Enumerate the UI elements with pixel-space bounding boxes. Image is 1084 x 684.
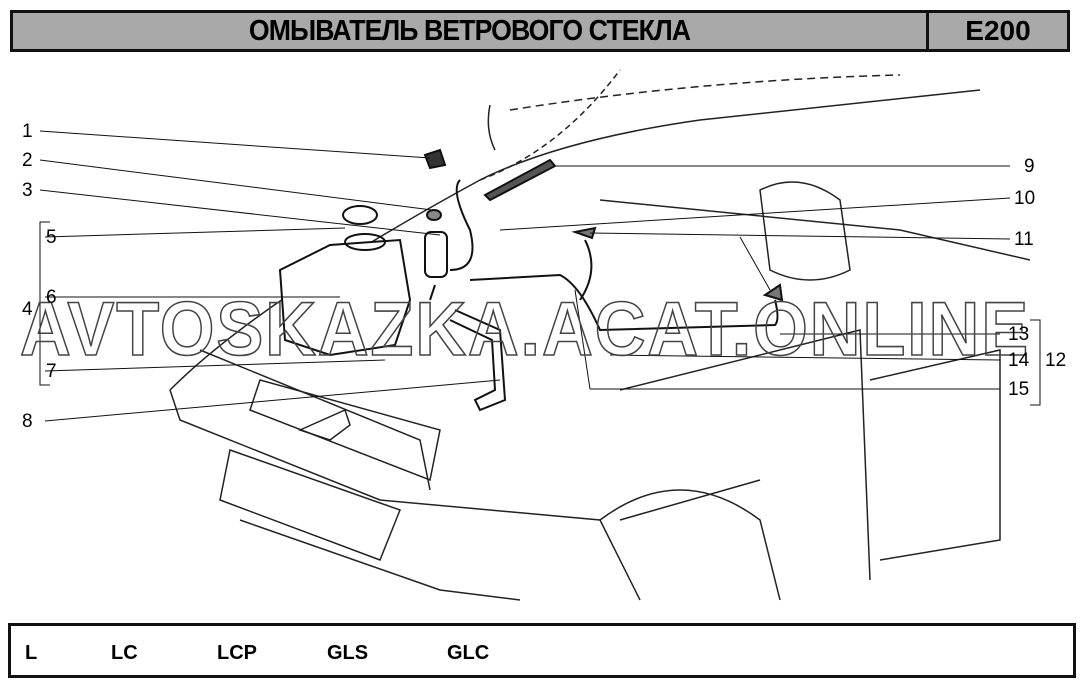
callout-2: 2 (22, 150, 33, 171)
variant-lcp: LCP (217, 642, 257, 664)
washer-reservoir (278, 238, 412, 357)
callout-14: 14 (1008, 350, 1030, 371)
callout-11: 11 (1014, 229, 1034, 250)
watermark: AVTOSKAZKA.ACAT.ONLINE (20, 287, 1030, 372)
callout-5: 5 (46, 227, 57, 248)
filler-neck (449, 309, 507, 412)
variant-lc: LC (111, 642, 138, 664)
callout-12: 12 (1045, 350, 1067, 371)
page-title: ОМЫВАТЕЛЬ ВЕТРОВОГО СТЕКЛА (248, 14, 691, 47)
washer-pump (424, 231, 448, 278)
callout-1: 1 (22, 121, 33, 142)
variant-gls: GLS (327, 642, 369, 664)
callout-15: 15 (1008, 379, 1030, 400)
clip (423, 148, 447, 170)
callout-10: 10 (1014, 188, 1036, 209)
callout-13: 13 (1008, 324, 1030, 345)
variant-l: L (25, 642, 38, 664)
hose (429, 179, 779, 332)
parts-diagram: AVTOSKAZKA.ACAT.ONLINE (19, 69, 1041, 601)
variant-glc: GLC (447, 642, 490, 664)
callout-3: 3 (22, 180, 33, 201)
callout-9: 9 (1024, 156, 1035, 177)
section-code: E200 (926, 13, 1067, 49)
car-outline (169, 69, 1031, 601)
callout-7: 7 (46, 361, 57, 382)
grommet (426, 209, 442, 221)
callout-8: 8 (22, 411, 33, 432)
callout-6: 6 (46, 287, 57, 308)
variant-bar: L LC LCP GLS GLC (8, 623, 1076, 678)
washer-parts (278, 148, 784, 412)
page-header: ОМЫВАТЕЛЬ ВЕТРОВОГО СТЕКЛА E200 (10, 10, 1070, 52)
washer-nozzle-2 (762, 283, 784, 302)
hose-holder-strip (483, 158, 557, 202)
callout-4: 4 (22, 299, 33, 320)
reservoir-cap (342, 205, 378, 225)
leader-lines (39, 130, 1041, 422)
